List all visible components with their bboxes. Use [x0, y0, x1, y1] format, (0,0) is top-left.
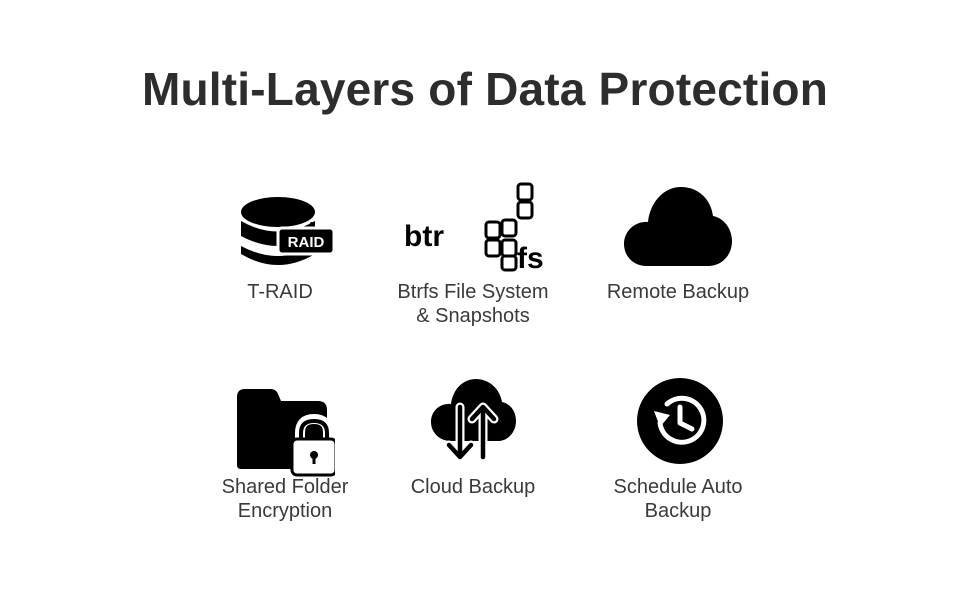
- feature-shared-folder-encryption: Shared Folder Encryption: [185, 375, 385, 525]
- feature-label: Schedule Auto Backup: [613, 476, 743, 522]
- feature-schedule-auto-backup: Schedule Auto Backup: [578, 375, 778, 525]
- btrfs-logo-left-text: btr: [404, 220, 444, 253]
- locked-folder-icon: [185, 375, 385, 477]
- feature-label: Shared Folder Encryption: [221, 476, 349, 522]
- btrfs-logo-right-text: fs: [517, 242, 544, 274]
- raid-database-icon: RAID: [180, 180, 380, 280]
- feature-label: Remote Backup: [606, 281, 750, 303]
- cloud-sync-icon: [373, 375, 573, 475]
- feature-label: Btrfs File System & Snapshots: [397, 281, 549, 327]
- page-title: Multi-Layers of Data Protection: [141, 63, 829, 115]
- feature-label: Cloud Backup: [410, 476, 536, 498]
- feature-t-raid: RAID T-RAID: [180, 180, 380, 320]
- history-clock-icon: [578, 375, 778, 475]
- raid-badge-text: RAID: [288, 234, 325, 251]
- feature-label: T-RAID: [247, 281, 313, 303]
- feature-remote-backup: Remote Backup: [578, 180, 778, 310]
- cloud-icon: [578, 180, 778, 280]
- feature-btrfs: btr fs Btrfs File System & Snapshots: [373, 180, 573, 330]
- feature-cloud-backup: Cloud Backup: [373, 375, 573, 505]
- btrfs-logo-icon: btr fs: [373, 180, 573, 280]
